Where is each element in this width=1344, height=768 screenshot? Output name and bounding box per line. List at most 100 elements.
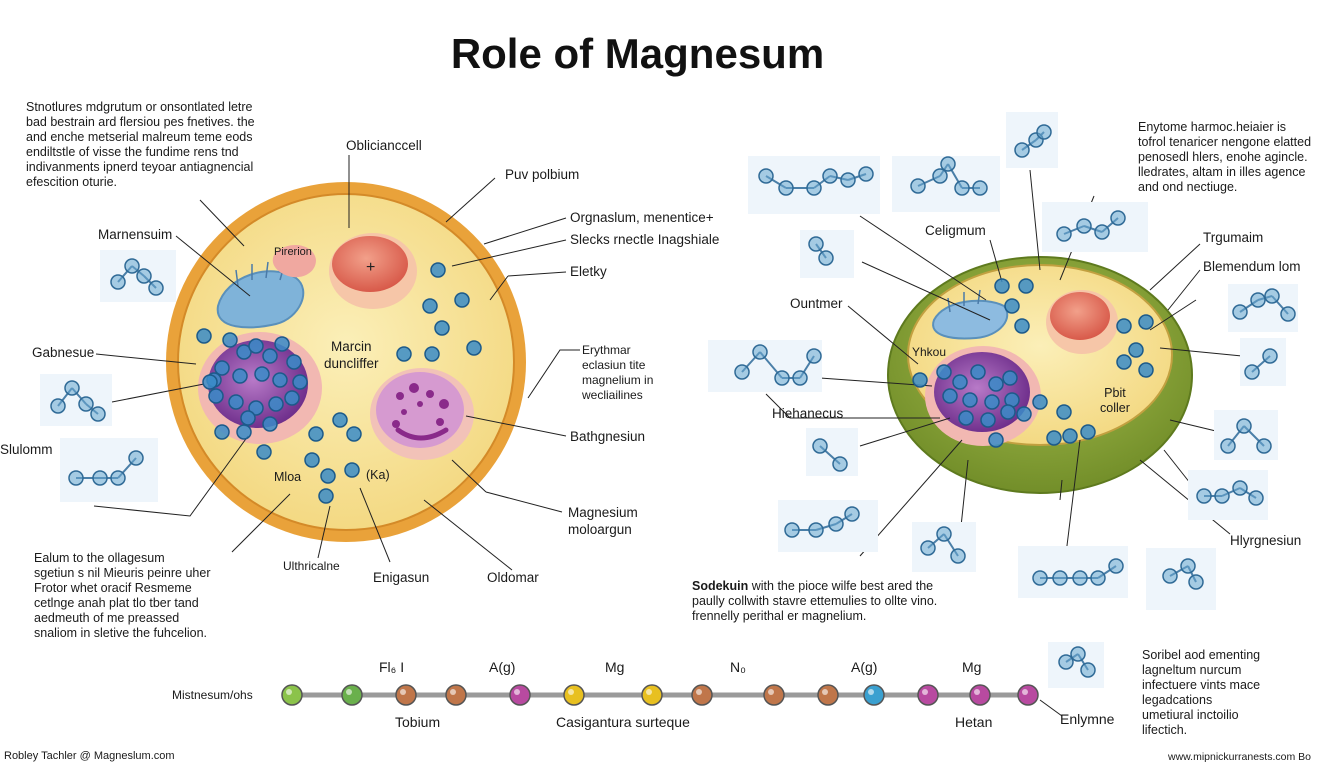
magnesium-ion — [1138, 314, 1154, 330]
molecule-atom — [844, 506, 860, 522]
molecule-atom — [812, 438, 828, 454]
molecule-atom — [128, 450, 144, 466]
molecule-atom — [64, 380, 80, 396]
magnesium-ion — [1138, 362, 1154, 378]
magnesium-ion — [214, 424, 230, 440]
timeline-dot — [917, 684, 939, 706]
magnesium-ion — [232, 368, 248, 384]
label-ka: (Ka) — [366, 468, 390, 482]
molecule-atom — [950, 548, 966, 564]
timeline-dot-highlight — [568, 689, 574, 695]
molecule-atom — [68, 470, 84, 486]
molecule-atom — [92, 470, 108, 486]
molecule-atom — [1244, 364, 1260, 380]
molecule-atom — [1090, 570, 1106, 586]
red-organelle — [332, 236, 408, 292]
timeline-dot-highlight — [646, 689, 652, 695]
molecule-atom — [1262, 348, 1278, 364]
label-pirerion: Pirerion — [274, 246, 312, 258]
magnesium-ion — [344, 462, 360, 478]
magnesium-ion — [202, 374, 218, 390]
molecule-atom — [110, 274, 126, 290]
timeline-dot-highlight — [768, 689, 774, 695]
timeline-top-label-1: Fl₆ I — [379, 659, 405, 675]
timeline-top-label-6: Mg — [962, 659, 982, 675]
molecule-atom — [1094, 224, 1110, 240]
lysosome-spots — [392, 383, 449, 428]
magnesium-ion — [1046, 430, 1062, 446]
molecule-atom — [1072, 570, 1088, 586]
molecule-atom — [828, 516, 844, 532]
plus-icon: + — [366, 259, 375, 276]
timeline-dot — [763, 684, 785, 706]
timeline-dot-highlight — [450, 689, 456, 695]
magnesium-ion — [272, 372, 288, 388]
magnesium-ion — [936, 364, 952, 380]
molecule-atom — [1080, 662, 1096, 678]
magnesium-ion — [214, 360, 230, 376]
magnesium-ion — [248, 338, 264, 354]
magnesium-ion-clusters — [196, 262, 1154, 504]
magnesium-ion — [1000, 404, 1016, 420]
label-oldomar: Oldomar — [487, 570, 539, 585]
timeline-dot-highlight — [514, 689, 520, 695]
molecule-atom — [1188, 574, 1204, 590]
magnesium-ion — [308, 426, 324, 442]
magnesium-ion — [196, 328, 212, 344]
magnesium-ion — [994, 278, 1010, 294]
magnesium-ion — [952, 374, 968, 390]
molecule-atom — [1070, 646, 1086, 662]
label-slulomm: Slulomm — [0, 442, 53, 457]
timeline-end-label: Enlymne — [1060, 711, 1115, 727]
magnesium-ion — [332, 412, 348, 428]
molecule-atom — [806, 348, 822, 364]
plant-red-organelle — [1050, 292, 1110, 340]
timeline-dot-highlight — [696, 689, 702, 695]
timeline-dot — [341, 684, 363, 706]
magnesium-ion — [396, 346, 412, 362]
timeline-dot — [509, 684, 531, 706]
molecule-atom — [858, 166, 874, 182]
molecule-atom — [954, 180, 970, 196]
molecule-atom — [822, 168, 838, 184]
label-slecks: Slecks rnectle Inagshiale — [570, 232, 720, 247]
timeline-dot — [863, 684, 885, 706]
magnesium-ion — [222, 332, 238, 348]
molecule-atom — [784, 522, 800, 538]
molecule-atom — [1162, 568, 1178, 584]
label-mloa: Mloa — [274, 470, 302, 484]
molecule-atom — [752, 344, 768, 360]
magnesium-ion — [318, 488, 334, 504]
magnesium-ion — [240, 410, 256, 426]
molecule-atom — [808, 522, 824, 538]
molecule-atom — [110, 470, 126, 486]
magnesium-ion — [1016, 406, 1032, 422]
molecule-atom — [78, 396, 94, 412]
magnesium-ion — [1062, 428, 1078, 444]
timeline-dot — [395, 684, 417, 706]
molecule-atom — [1236, 418, 1252, 434]
molecule-atom — [1076, 218, 1092, 234]
magnesium-ion — [274, 336, 290, 352]
molecule-atom — [50, 398, 66, 414]
timeline-bottom-label-2: Casigantura surteque — [556, 714, 690, 730]
magnesium-ion — [208, 388, 224, 404]
magnesium-ion — [346, 426, 362, 442]
magnesium-ion — [958, 410, 974, 426]
molecule-atom — [1256, 438, 1272, 454]
timeline-dot — [691, 684, 713, 706]
molecule-atom — [818, 250, 834, 266]
timeline-dot-highlight — [822, 689, 828, 695]
molecule-atom — [1052, 570, 1068, 586]
label-yhkou: Yhkou — [912, 345, 947, 359]
magnesium-ion — [256, 444, 272, 460]
magnesium-ion — [236, 344, 252, 360]
molecules — [50, 124, 1296, 678]
magnesium-ion — [454, 292, 470, 308]
molecule-atom — [1196, 488, 1212, 504]
